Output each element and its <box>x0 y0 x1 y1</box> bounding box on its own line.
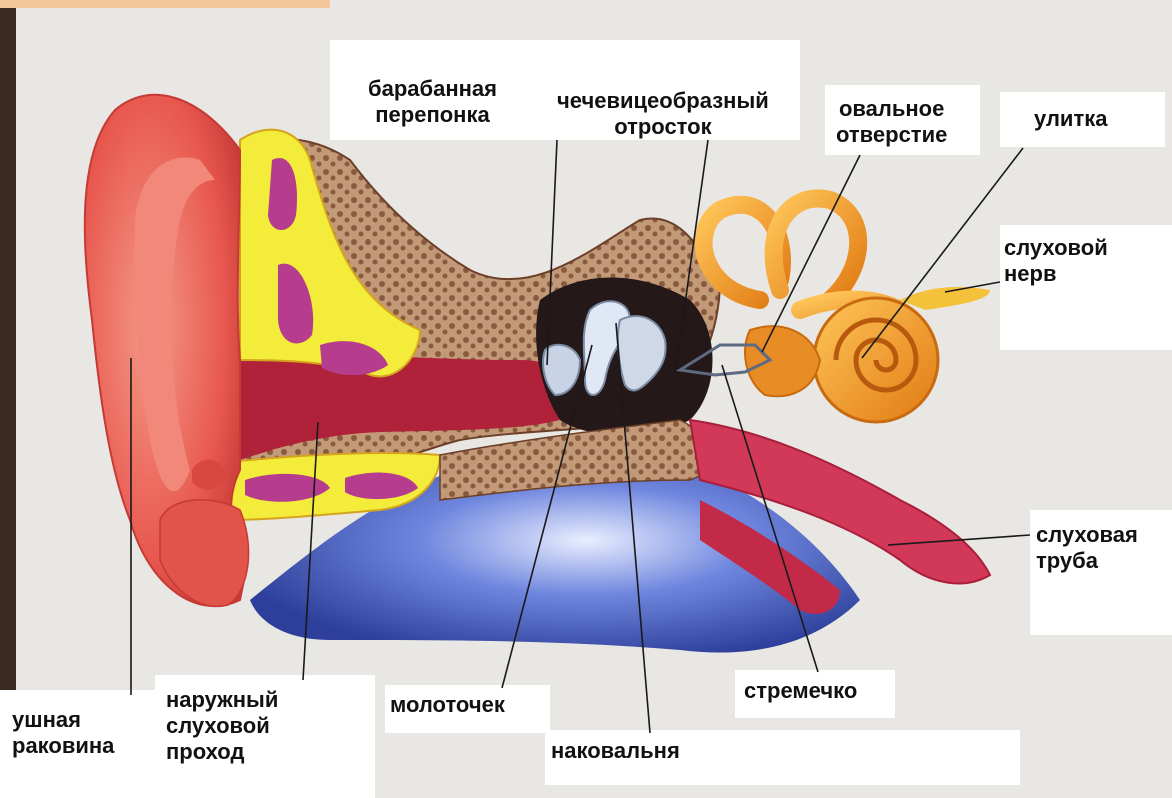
label-malleus: молоточек <box>390 692 505 718</box>
label-auditory-nerve: слуховой нерв <box>1004 235 1108 287</box>
label-stapes: стремечко <box>744 678 857 704</box>
label-ear-canal: наружный слуховой проход <box>166 687 278 765</box>
cochlea-shape <box>814 298 938 422</box>
label-lenticular-process: чечевицеобразный отросток <box>557 88 769 140</box>
label-tympanic-membrane: барабанная перепонка <box>368 76 497 128</box>
label-incus: наковальня <box>551 738 680 764</box>
label-cochlea: улитка <box>1034 106 1107 132</box>
label-auricle: ушная раковина <box>12 707 114 759</box>
left-dark-edge <box>0 0 16 798</box>
label-eustachian-tube: слуховая труба <box>1036 522 1138 574</box>
top-orange-band <box>0 0 330 8</box>
label-oval-window: овальное отверстие <box>836 96 947 148</box>
